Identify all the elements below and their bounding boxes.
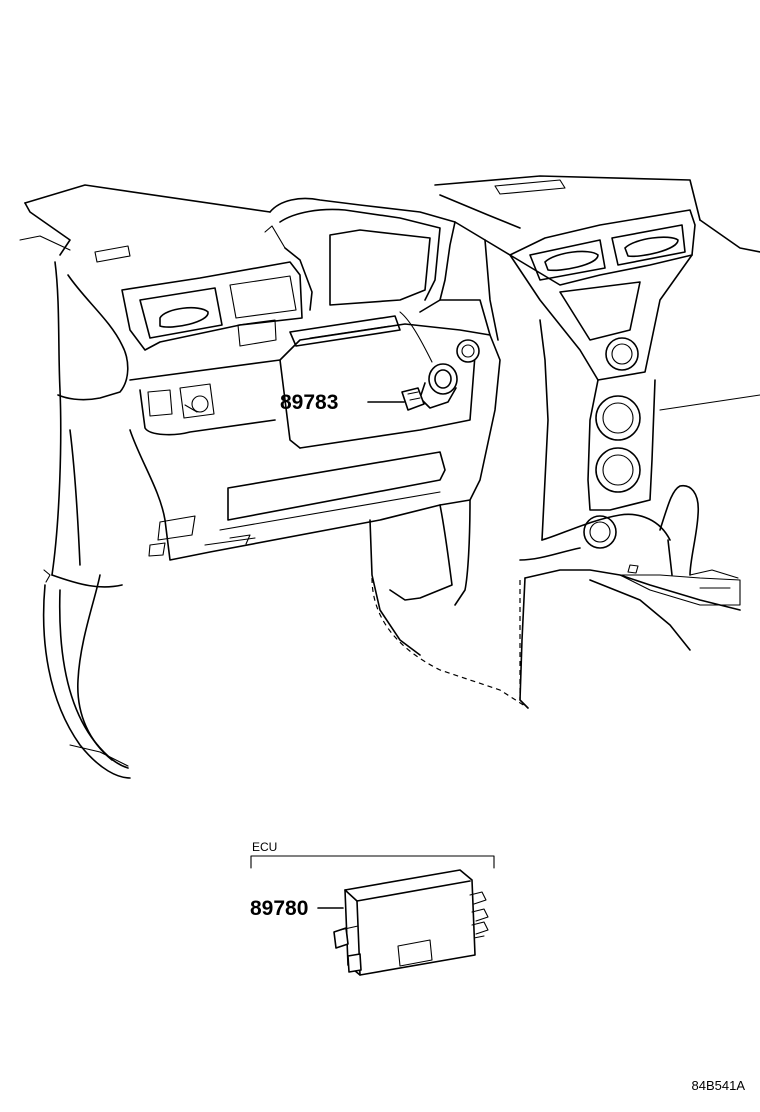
ecu-group-label: ECU [252,840,277,854]
part-number-89783: 89783 [280,391,338,414]
illustration-code: 84B541A [692,1078,746,1093]
dashboard-illustration [19,175,760,779]
ecu-group-bracket: ECU [250,840,495,869]
group-bracket-line [250,855,495,869]
callout-89780: 89780 [250,897,344,920]
callout-89783: 89783 [280,391,405,414]
part-number-89780: 89780 [250,897,308,920]
ecu-module-illustration [333,869,489,976]
